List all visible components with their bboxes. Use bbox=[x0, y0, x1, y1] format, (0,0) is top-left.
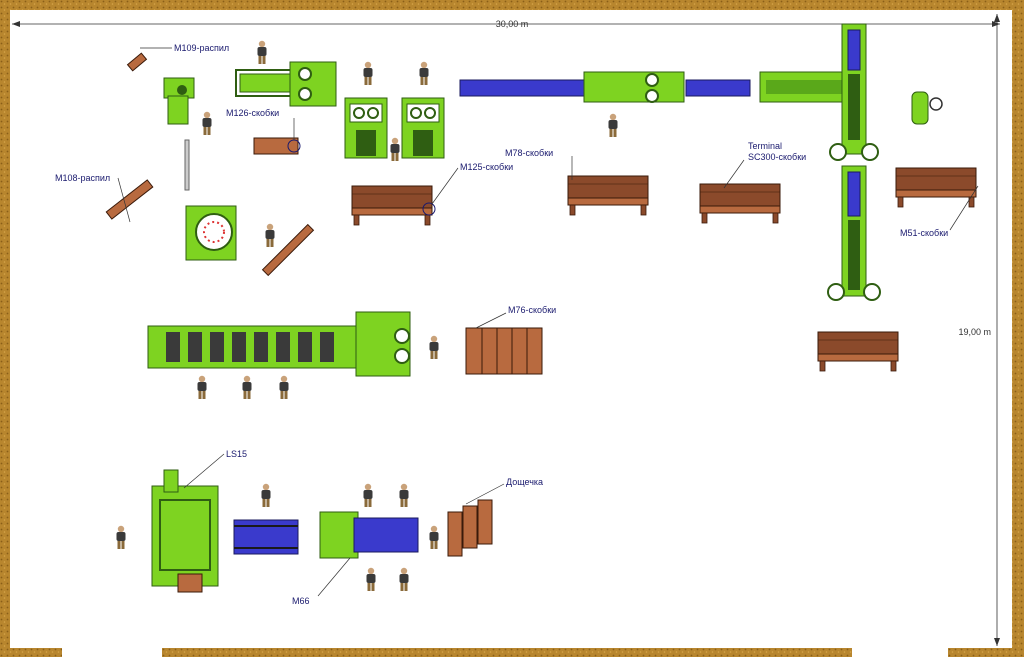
label-ls15: LS15 bbox=[226, 449, 247, 459]
m109-machine bbox=[126, 52, 337, 125]
stapler-machine-b bbox=[401, 97, 445, 159]
worker-figure bbox=[202, 111, 212, 135]
label-m78: M78-скобки bbox=[505, 148, 553, 158]
marker-circle bbox=[422, 202, 436, 216]
wall-right bbox=[1012, 0, 1024, 657]
label-m51: M51-скобки bbox=[900, 228, 948, 238]
wall-bottom-left bbox=[0, 648, 62, 657]
wall-bottom-middle bbox=[162, 648, 852, 657]
doshchechka-boards bbox=[447, 499, 493, 557]
worker-figure bbox=[261, 483, 271, 507]
label-terminal-model: SC300-скобки bbox=[748, 152, 806, 162]
saw-rail bbox=[184, 139, 190, 191]
label-m76: M76-скобки bbox=[508, 305, 556, 315]
vertical-line-right bbox=[827, 23, 881, 301]
worker-figure bbox=[608, 113, 618, 137]
width-label: 30,00 m bbox=[496, 19, 529, 29]
dimension-width: 30,00 m bbox=[12, 19, 1000, 29]
m76-boards bbox=[465, 327, 543, 375]
lumber-board bbox=[261, 223, 315, 277]
m126-pallet bbox=[253, 137, 299, 155]
wall-left bbox=[0, 0, 10, 657]
top-conveyor-line bbox=[459, 71, 855, 103]
worker-figure bbox=[363, 61, 373, 85]
worker-figure bbox=[390, 137, 400, 161]
worker-figure bbox=[265, 223, 275, 247]
long-conveyor bbox=[147, 311, 411, 377]
m78-pallet bbox=[567, 175, 649, 216]
worker-figure bbox=[116, 525, 126, 549]
wall-top bbox=[0, 0, 1024, 10]
m108-board bbox=[105, 179, 154, 220]
worker-figure bbox=[242, 375, 252, 399]
worker-figure bbox=[257, 40, 267, 64]
worker-figure bbox=[366, 567, 376, 591]
label-doshchechka: Дощечка bbox=[506, 477, 543, 487]
worker-figure bbox=[399, 567, 409, 591]
worker-figure bbox=[429, 525, 439, 549]
worker-figure bbox=[399, 483, 409, 507]
worker-figure bbox=[279, 375, 289, 399]
terminal-pallet bbox=[699, 183, 781, 224]
height-label: 19,00 m bbox=[958, 327, 991, 337]
worker-figure bbox=[363, 483, 373, 507]
worker-figure bbox=[419, 61, 429, 85]
wall-bottom-right bbox=[948, 648, 1012, 657]
hand-tool bbox=[911, 91, 943, 125]
worker-figure bbox=[429, 335, 439, 359]
pallet bbox=[817, 331, 899, 372]
m66-machine bbox=[319, 511, 419, 559]
label-m109: M109-распил bbox=[174, 43, 229, 53]
small-conveyor bbox=[233, 519, 299, 555]
dimension-height: 19,00 m bbox=[958, 14, 1000, 646]
ls15-machine bbox=[151, 469, 219, 593]
worker-figure bbox=[197, 375, 207, 399]
stapler-machine-a bbox=[344, 97, 388, 159]
label-terminal: Terminal bbox=[748, 141, 782, 151]
m108-machine bbox=[185, 205, 237, 261]
m125-pallet bbox=[351, 185, 433, 226]
m51-pallet bbox=[895, 167, 977, 208]
label-m66: M66 bbox=[292, 596, 310, 606]
label-m126: M126-скобки bbox=[226, 108, 279, 118]
label-m125: M125-скобки bbox=[460, 162, 513, 172]
label-m108: M108-распил bbox=[55, 173, 110, 183]
